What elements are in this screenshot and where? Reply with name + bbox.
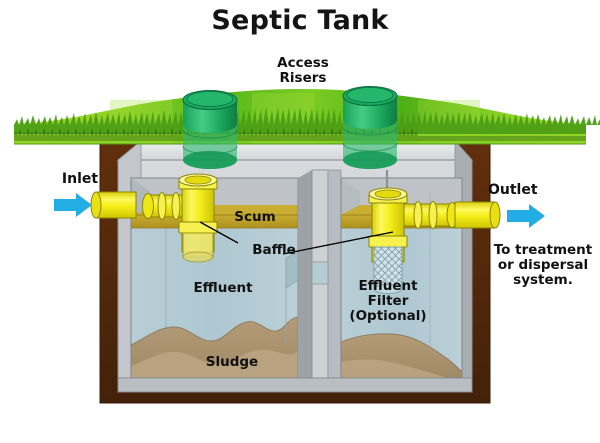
label-scum: Scum xyxy=(234,209,276,225)
access-riser-left xyxy=(182,90,238,169)
label-sludge: Sludge xyxy=(205,354,259,370)
inlet-arrow xyxy=(54,193,92,217)
label-outlet: Outlet xyxy=(488,182,538,198)
chamber-left xyxy=(130,177,299,379)
septic-tank-body xyxy=(116,139,474,394)
outlet-baffle-assembly xyxy=(368,170,458,294)
outlet-pipe xyxy=(454,201,501,229)
outlet-arrow xyxy=(507,204,545,228)
inlet-baffle-assembly xyxy=(142,173,218,263)
label-effluent: Effluent xyxy=(193,280,253,296)
page-title: Septic Tank xyxy=(211,5,389,36)
label-baffle: Baffle xyxy=(252,242,296,258)
access-riser-right xyxy=(342,86,398,169)
effluent-filter-cartridge xyxy=(373,246,403,294)
inlet-pipe xyxy=(90,191,137,219)
grass-ground xyxy=(14,89,600,145)
label-to-treatment: To treatment or dispersal system. xyxy=(493,242,593,289)
leader-lines xyxy=(199,221,394,255)
divider-wall xyxy=(285,169,342,379)
label-inlet: Inlet xyxy=(61,171,99,187)
label-access-risers: Access Risers xyxy=(277,55,329,87)
label-effluent-filter: Effluent Filter (Optional) xyxy=(349,278,427,325)
